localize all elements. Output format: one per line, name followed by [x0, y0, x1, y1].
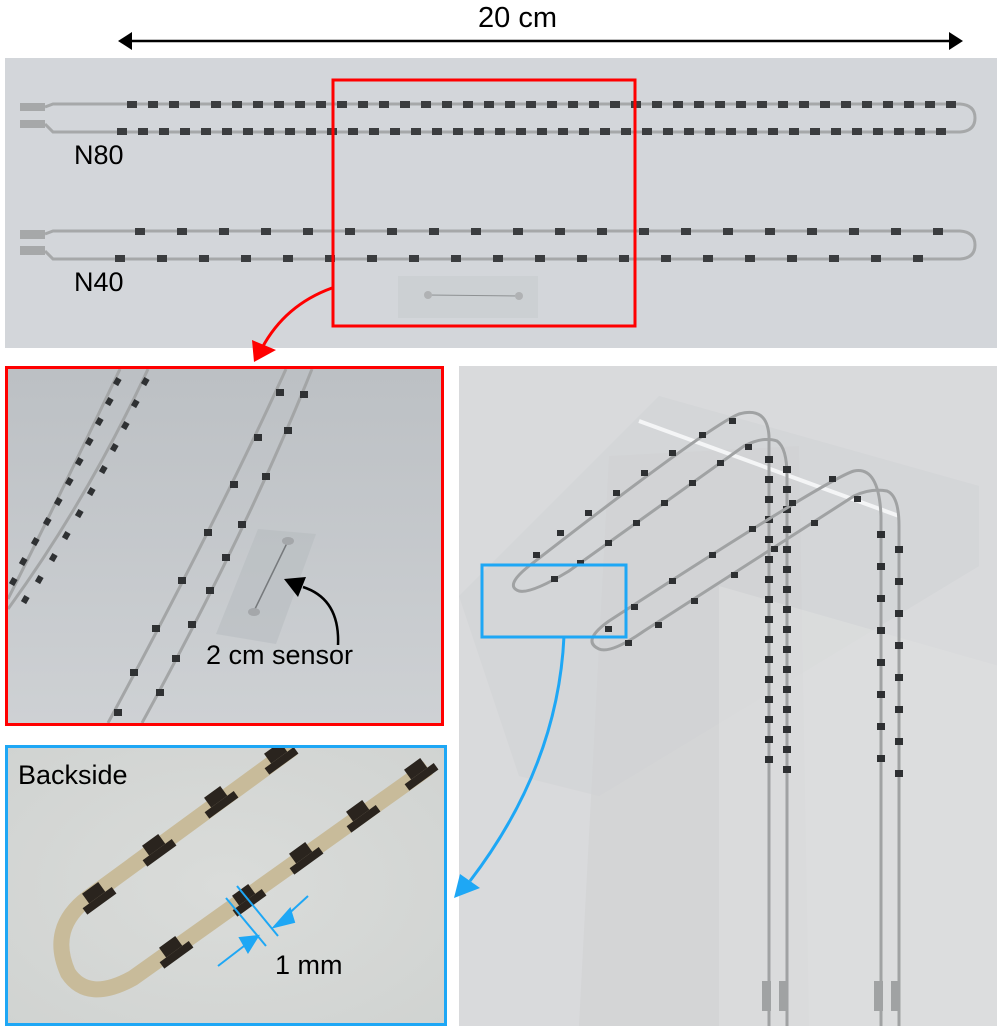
n40-sensor-array — [20, 228, 977, 262]
n80-sensor-array — [20, 101, 977, 135]
label-backside: Backside — [18, 760, 128, 790]
bent-sensor-arrays — [459, 396, 997, 1026]
zoom-panel-blue — [5, 745, 447, 1026]
bent-sensor-n80 — [511, 410, 791, 1026]
top-photo-panel — [5, 58, 997, 348]
scale-bar-label: 20 cm — [478, 2, 557, 34]
scale-bar-arrow-icon — [118, 32, 963, 50]
dimension-1mm-marker — [217, 885, 309, 967]
bent-sensor-n40 — [590, 469, 903, 1026]
backside-trace-closeup — [8, 748, 444, 1023]
zoom-panel-red — [5, 366, 444, 726]
highlight-box-red — [331, 78, 637, 328]
flat-sensor-arrays — [20, 78, 977, 328]
label-n80: N80 — [74, 140, 124, 170]
highlight-box-blue — [480, 563, 628, 639]
red-curved-arrow-icon — [252, 286, 333, 362]
right-photo-panel — [459, 366, 997, 1026]
blue-curved-arrow-icon — [454, 636, 566, 898]
annotation-2cm-sensor: 2 cm sensor — [206, 640, 354, 670]
label-n40: N40 — [74, 267, 124, 297]
label-1mm: 1 mm — [275, 950, 343, 980]
reference-2cm-sensor — [398, 276, 538, 318]
zoomed-sensor-traces — [8, 369, 441, 723]
backside-pads — [82, 748, 439, 969]
